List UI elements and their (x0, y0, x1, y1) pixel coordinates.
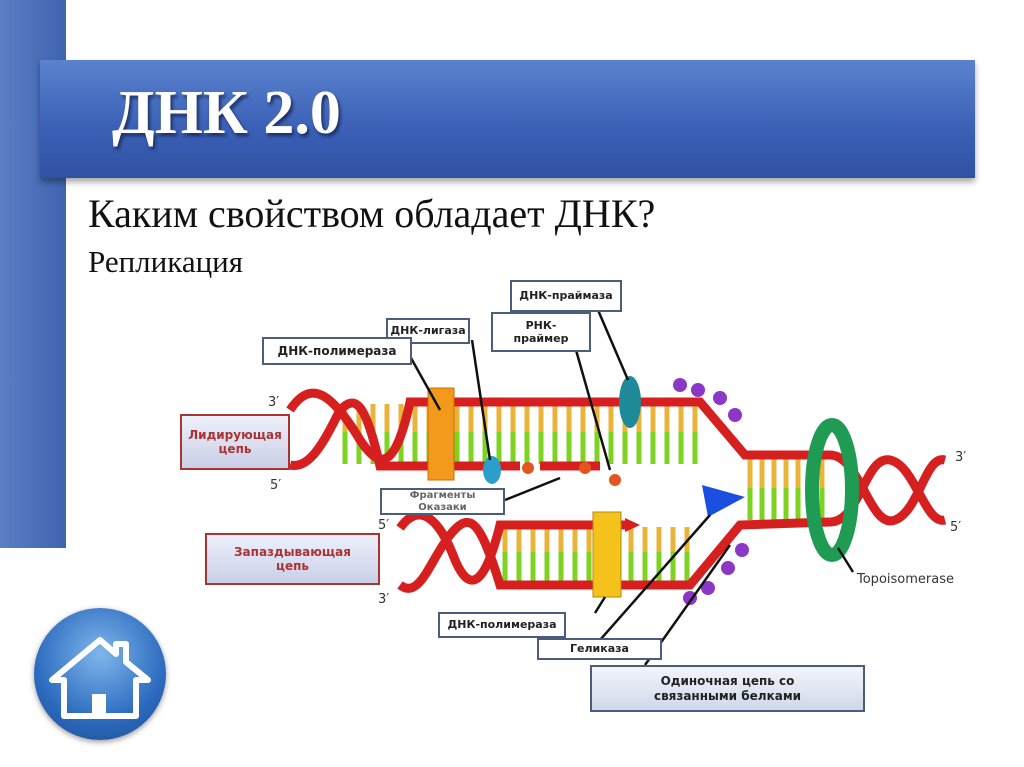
dna-primase (619, 376, 641, 428)
title-banner (40, 60, 975, 178)
subtitle-text: Репликация (88, 244, 244, 279)
end-5-right: 5′ (950, 520, 962, 535)
home-button[interactable] (34, 608, 166, 740)
label-helicase: Геликаза (537, 638, 662, 660)
end-3-bottom: 3′ (378, 592, 390, 607)
slide-title: ДНК 2.0 (112, 79, 341, 147)
end-5-bottom: 5′ (378, 518, 390, 533)
end-5-top: 5′ (270, 478, 282, 493)
label-dna-polymerase-top: ДНК-полимераза (262, 337, 412, 365)
dna-ligase (483, 456, 501, 484)
question-text: Каким свойством обладает ДНК? (88, 191, 656, 236)
dna-polymerase-bottom (592, 511, 622, 598)
label-lagging-strand: Запаздывающая цепь (205, 533, 380, 585)
label-dna-primase: ДНК-праймаза (510, 280, 622, 312)
label-okazaki-fragments: Фрагменты Оказаки (380, 488, 505, 515)
parent-strand-bottom (397, 517, 831, 593)
end-3-top: 3′ (268, 395, 280, 410)
label-dna-polymerase-bottom: ДНК-полимераза (438, 612, 566, 638)
label-topoisomerase: Topoisomerase (857, 572, 954, 587)
topoisomerase (805, 418, 859, 562)
parent-strand-top (286, 388, 830, 464)
label-dna-ligase: ДНК-лигаза (386, 318, 470, 344)
ssb-proteins (673, 378, 749, 605)
helicase (702, 485, 745, 517)
label-rna-primer: РНК-праймер (491, 312, 591, 352)
label-leading-strand: Лидирующая цепь (180, 414, 290, 470)
end-3-right: 3′ (955, 450, 967, 465)
home-icon (49, 637, 151, 719)
label-single-strand-proteins: Одиночная цепь со связанными белками (590, 665, 865, 712)
dna-polymerase-top (427, 387, 455, 481)
